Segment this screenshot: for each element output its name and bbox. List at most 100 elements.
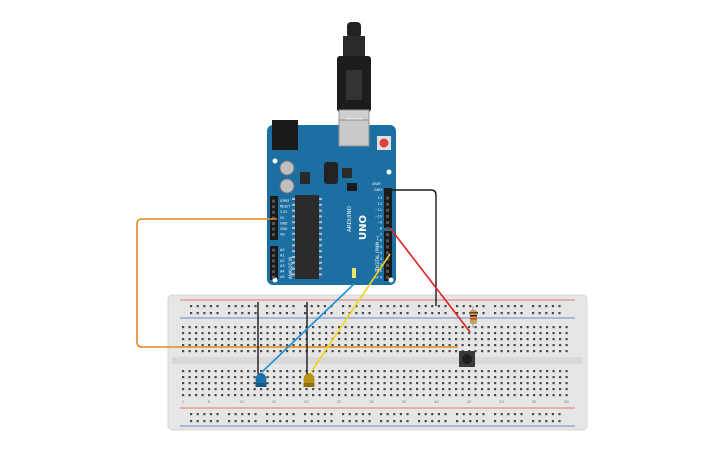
terminal-hole — [221, 370, 224, 373]
terminal-hole — [461, 376, 464, 379]
rail-hole — [361, 305, 364, 308]
terminal-hole — [266, 388, 269, 391]
terminal-hole — [247, 326, 250, 329]
analog-header-label: ANALOG IN — [288, 257, 293, 279]
terminal-hole — [273, 326, 276, 329]
power-pin-label: 3.3V — [280, 210, 288, 214]
terminal-hole — [429, 326, 432, 329]
terminal-hole — [533, 388, 536, 391]
terminal-hole — [195, 388, 198, 391]
terminal-hole — [234, 394, 237, 397]
terminal-hole — [422, 332, 425, 335]
terminal-hole — [240, 388, 243, 391]
rail-hole — [279, 413, 282, 416]
terminal-hole — [214, 338, 217, 341]
rail-hole — [558, 413, 561, 416]
terminal-hole — [435, 382, 438, 385]
terminal-hole — [455, 382, 458, 385]
rail-hole — [520, 413, 523, 416]
rail-hole — [292, 312, 295, 315]
terminal-hole — [247, 350, 250, 353]
terminal-hole — [195, 394, 198, 397]
rail-hole — [494, 420, 497, 423]
terminal-hole — [208, 338, 211, 341]
terminal-hole — [481, 370, 484, 373]
terminal-hole — [500, 388, 503, 391]
rail-hole — [431, 305, 434, 308]
column-label: 40 — [434, 400, 439, 404]
chip-pin — [319, 227, 322, 229]
terminal-hole — [468, 388, 471, 391]
rail-hole — [355, 312, 358, 315]
rail-hole — [190, 305, 193, 308]
rail-hole — [304, 312, 307, 315]
digital-pin-label: RX 0 — [374, 275, 382, 279]
rail-hole — [292, 413, 295, 416]
terminal-hole — [357, 338, 360, 341]
chip-pin — [319, 198, 322, 200]
power-pin-label: RESET — [280, 205, 290, 209]
terminal-hole — [247, 382, 250, 385]
terminal-hole — [312, 370, 315, 373]
rail-hole — [500, 312, 503, 315]
rail-hole — [482, 413, 485, 416]
terminal-hole — [214, 370, 217, 373]
arduino-brand-text: ARDUINO — [347, 205, 353, 232]
rail-hole — [399, 305, 402, 308]
column-label: 5 — [208, 400, 210, 404]
power-pin-socket — [272, 216, 275, 220]
terminal-hole — [253, 370, 256, 373]
terminal-hole — [299, 376, 302, 379]
rail-hole — [266, 312, 269, 315]
terminal-hole — [487, 370, 490, 373]
terminal-hole — [357, 350, 360, 353]
terminal-hole — [182, 350, 185, 353]
terminal-hole — [182, 332, 185, 335]
rail-hole — [266, 413, 269, 416]
terminal-hole — [338, 332, 341, 335]
rail-hole — [266, 305, 269, 308]
chip-pin — [292, 250, 295, 253]
rail-hole — [437, 420, 440, 423]
terminal-hole — [383, 376, 386, 379]
chip-pin — [292, 238, 295, 241]
terminal-hole — [318, 332, 321, 335]
wire-orange — [136, 218, 458, 348]
terminal-hole — [188, 332, 191, 335]
terminal-hole — [266, 376, 269, 379]
chip-pin — [292, 215, 295, 218]
rail-hole — [513, 305, 516, 308]
rail-hole — [532, 413, 535, 416]
analog-pin-socket — [272, 248, 275, 252]
terminal-hole — [208, 344, 211, 347]
terminal-hole — [208, 382, 211, 385]
terminal-hole — [383, 394, 386, 397]
analog-pin-label: A2 — [280, 259, 284, 263]
terminal-hole — [312, 344, 315, 347]
terminal-hole — [403, 326, 406, 329]
terminal-hole — [390, 350, 393, 353]
terminal-hole — [370, 376, 373, 379]
terminal-hole — [533, 326, 536, 329]
terminal-hole — [318, 370, 321, 373]
terminal-hole — [201, 370, 204, 373]
terminal-hole — [344, 332, 347, 335]
microcontroller-pins — [292, 198, 322, 276]
rail-hole — [342, 420, 345, 423]
terminal-hole — [286, 376, 289, 379]
terminal-hole — [448, 376, 451, 379]
terminal-hole — [565, 350, 568, 353]
chip-pin — [292, 244, 295, 247]
terminal-hole — [195, 382, 198, 385]
terminal-hole — [448, 388, 451, 391]
rail-hole — [342, 312, 345, 315]
rail-hole — [469, 420, 472, 423]
terminal-hole — [520, 376, 523, 379]
terminal-hole — [227, 388, 230, 391]
terminal-hole — [370, 350, 373, 353]
power-pin-label: Vin — [280, 233, 285, 237]
terminal-hole — [377, 394, 380, 397]
terminal-hole — [357, 376, 360, 379]
chip-pin — [292, 209, 295, 212]
analog-pin-socket — [272, 254, 275, 257]
